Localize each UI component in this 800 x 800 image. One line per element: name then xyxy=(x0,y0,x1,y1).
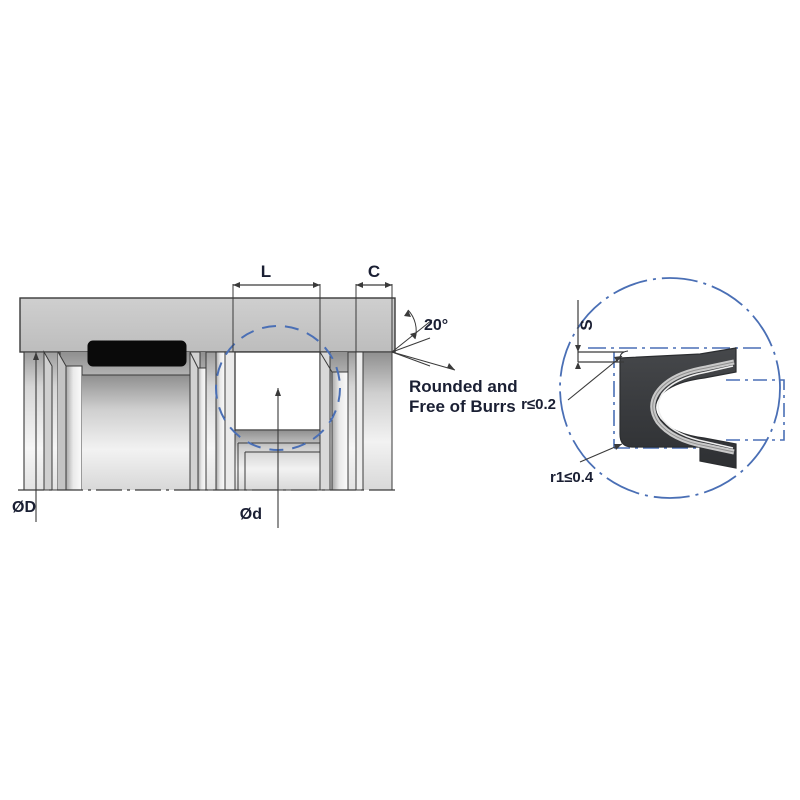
seal-profile-detail-view: S r≤0.2 r1≤0.4 xyxy=(521,277,785,499)
seal-spring-insert xyxy=(650,359,735,455)
detail-circle-boundary xyxy=(559,277,781,499)
assembly-section-view: L C ØD Ød 20° xyxy=(12,262,518,528)
annotation-label-radius-r: r≤0.2 xyxy=(521,396,556,413)
annotation-radius-r1: r1≤0.4 xyxy=(550,443,623,486)
dimension-label-Od: Ød xyxy=(240,506,262,523)
dimension-label-OD: ØD xyxy=(12,499,36,516)
detail-construction-frame xyxy=(588,347,785,449)
annotation-label-burrs-line1: Rounded and xyxy=(409,377,518,396)
annotation-burr-note: Rounded and Free of Burrs xyxy=(391,351,518,416)
dimension-S: S xyxy=(575,300,624,369)
housing-bar xyxy=(19,297,396,353)
annotation-label-radius-r1: r1≤0.4 xyxy=(550,469,594,486)
annotation-angle-20: 20° xyxy=(391,309,448,353)
annotation-label-angle: 20° xyxy=(424,317,448,334)
dimension-L: L xyxy=(232,262,321,352)
dimension-C: C xyxy=(355,262,393,352)
installed-seal xyxy=(87,340,187,367)
annotation-label-burrs-line2: Free of Burrs xyxy=(409,397,516,416)
dimension-OD: ØD xyxy=(12,352,39,522)
dimension-label-S: S xyxy=(577,319,596,330)
dimension-label-C: C xyxy=(368,262,380,281)
rod-body xyxy=(23,350,393,491)
dimension-label-L: L xyxy=(261,262,271,281)
annotation-radius-r: r≤0.2 xyxy=(521,355,623,413)
dimension-Od: Ød xyxy=(240,388,281,528)
